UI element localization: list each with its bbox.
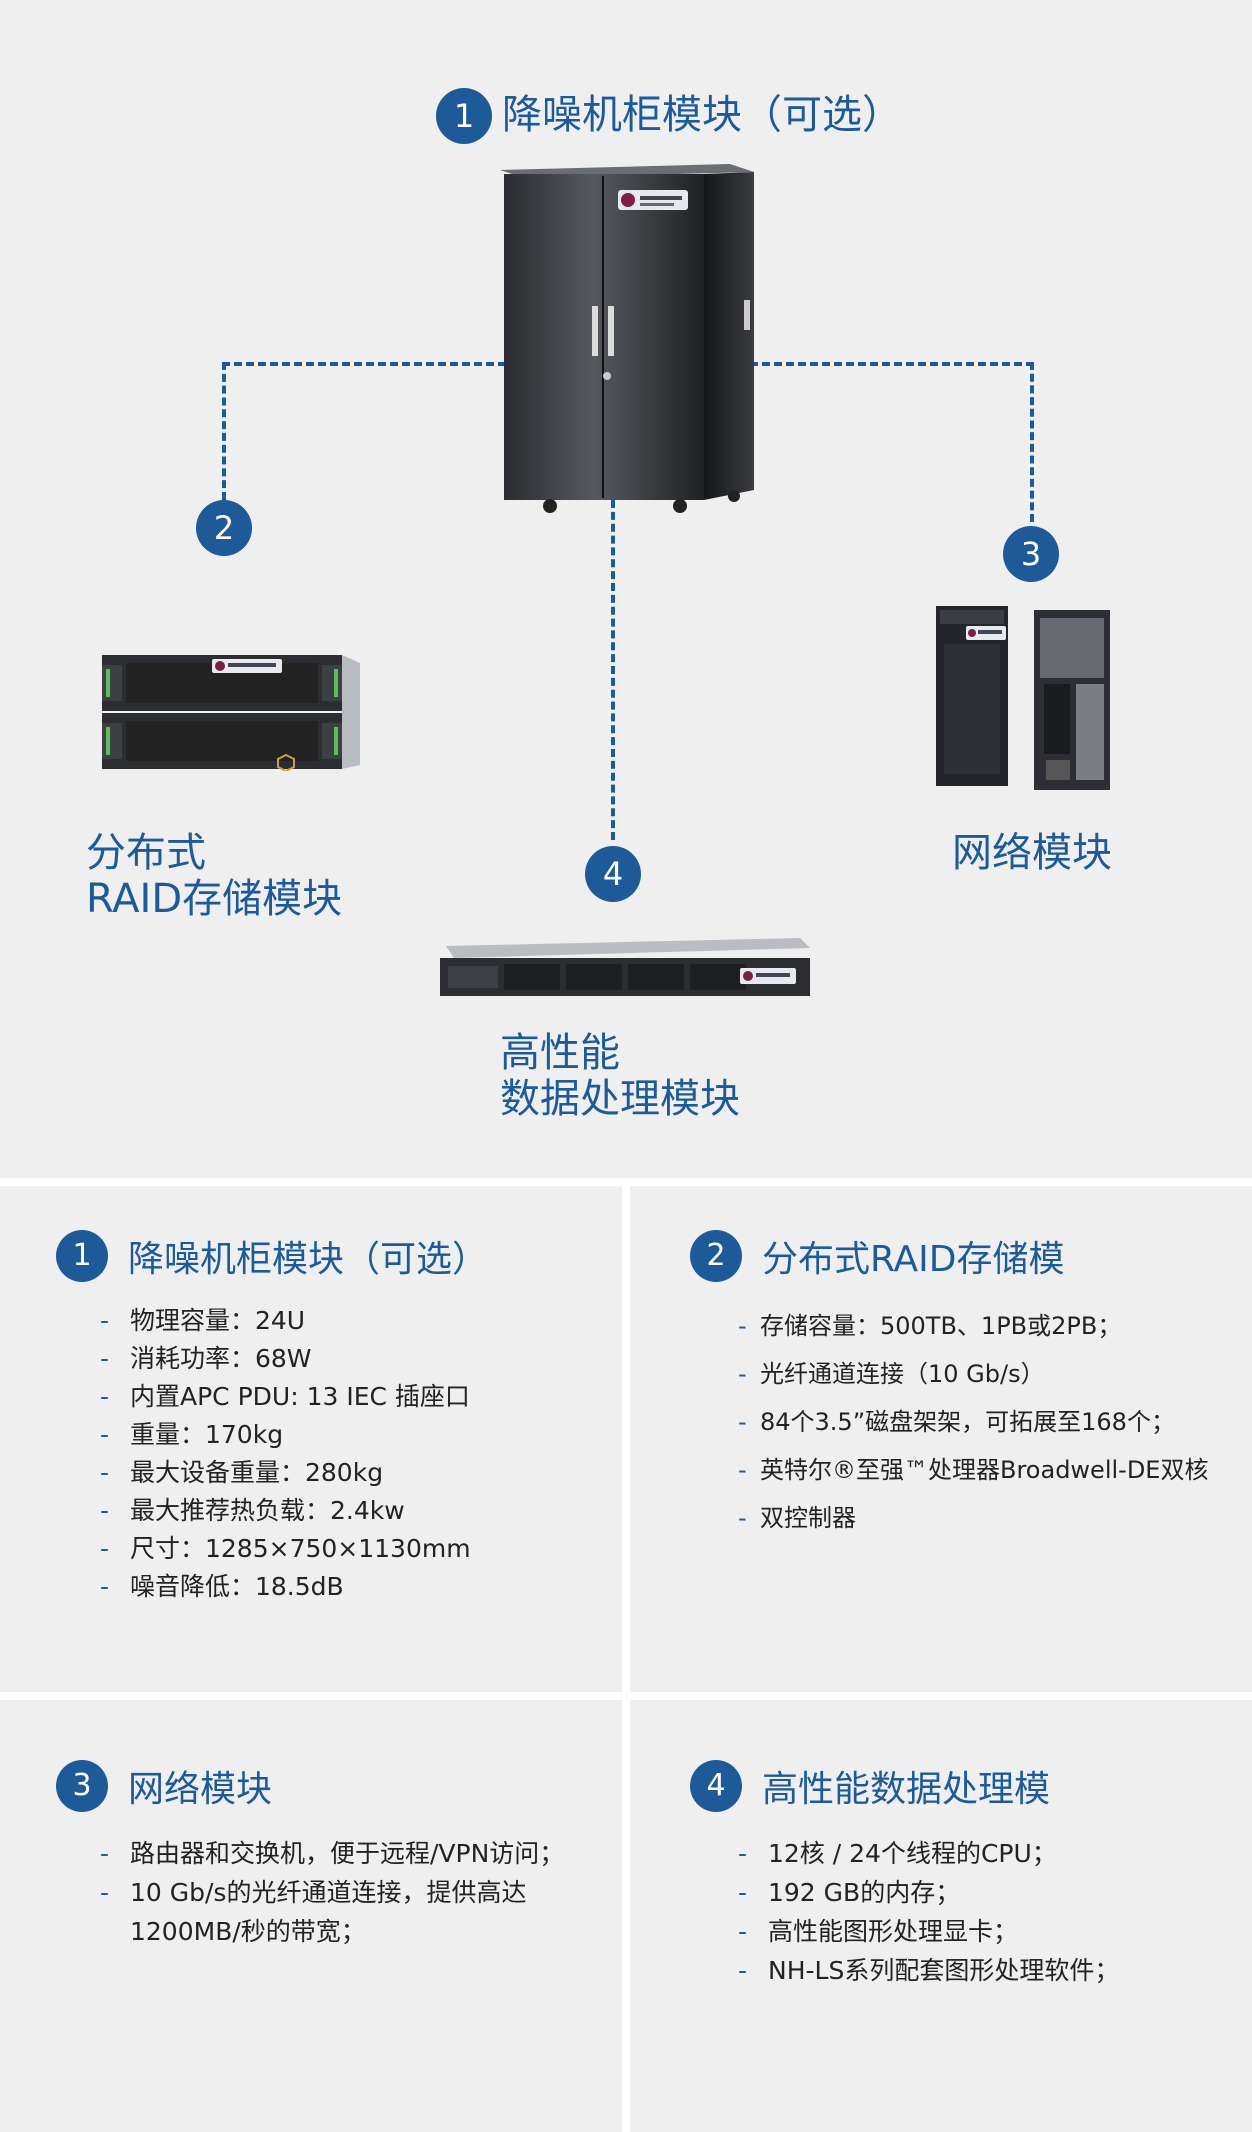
list-item: -192 GB的内存； (738, 1878, 961, 1907)
section-badge: 3 (56, 1760, 108, 1812)
list-item: -最大设备重量：280kg (100, 1458, 384, 1487)
section-compute: 4 高性能数据处理模 -12核 / 24个线程的CPU； -192 GB的内存；… (630, 1700, 1252, 2132)
section-network: 3 网络模块 -路由器和交换机，便于远程/VPN访问； -10 Gb/s的光纤通… (0, 1700, 622, 2132)
storage-label-1: 分布式 (86, 830, 206, 876)
spec-list: -12核 / 24个线程的CPU； -192 GB的内存； -高性能图形处理显卡… (738, 1834, 1119, 1990)
network-image (936, 606, 1110, 790)
list-item: -尺寸：1285×750×1130mm (100, 1534, 471, 1563)
connector-left-v (222, 362, 226, 500)
list-item: -内置APC PDU: 13 IEC 插座口 (100, 1382, 470, 1411)
list-item: -消耗功率：68W (100, 1344, 312, 1373)
section-title: 高性能数据处理模 (762, 1769, 1051, 1810)
list-item: -NH-LS系列配套图形处理软件； (738, 1956, 1120, 1985)
connector-right-h (750, 362, 1034, 366)
list-item: -噪音降低：18.5dB (100, 1572, 344, 1601)
section-header: 3 网络模块 (56, 1760, 272, 1812)
section-header: 4 高性能数据处理模 (690, 1760, 1050, 1812)
list-item: -物理容量：24U (100, 1306, 306, 1335)
cabinet-image (500, 164, 754, 513)
section-header: 1 降噪机柜模块（可选） (56, 1230, 488, 1282)
section-badge: 2 (690, 1230, 742, 1282)
list-item: -10 Gb/s的光纤通道连接，提供高达 1200MB/秒的带宽； (100, 1878, 527, 1946)
compute-label-1: 高性能 (500, 1030, 620, 1076)
compute-label-2: 数据处理模块 (500, 1076, 740, 1122)
list-item: -双控制器 (738, 1504, 856, 1532)
badge-3: 3 (1003, 526, 1059, 582)
section-header: 2 分布式RAID存储模 (690, 1230, 1065, 1282)
list-item: -高性能图形处理显卡； (738, 1917, 1019, 1946)
list-item: -光纤通道连接（10 Gb/s） (738, 1360, 1045, 1388)
spec-list: -路由器和交换机，便于远程/VPN访问； -10 Gb/s的光纤通道连接，提供高… (100, 1834, 564, 1951)
compute-image (440, 938, 810, 996)
spec-list: -存储容量：500TB、1PB或2PB； -光纤通道连接（10 Gb/s） -8… (738, 1302, 1208, 1542)
hero-panel: 1 降噪机柜模块（可选） (0, 0, 1252, 1178)
connector-center-v (611, 500, 615, 840)
cabinet-label: 降噪机柜模块（可选） (502, 92, 902, 138)
section-badge: 1 (56, 1230, 108, 1282)
spec-list: -物理容量：24U -消耗功率：68W -内置APC PDU: 13 IEC 插… (100, 1302, 471, 1606)
section-title: 网络模块 (128, 1769, 273, 1810)
badge-2: 2 (196, 500, 252, 556)
storage-image (102, 655, 360, 771)
section-storage: 2 分布式RAID存储模 -存储容量：500TB、1PB或2PB； -光纤通道连… (630, 1186, 1252, 1692)
section-title: 降噪机柜模块（可选） (128, 1239, 489, 1280)
list-item: -最大推荐热负载：2.4kw (100, 1496, 405, 1525)
network-label: 网络模块 (952, 830, 1112, 876)
connector-right-v (1030, 362, 1034, 522)
section-title: 分布式RAID存储模 (762, 1239, 1065, 1280)
list-item: -路由器和交换机，便于远程/VPN访问； (100, 1839, 565, 1868)
list-item: -英特尔®至强™处理器Broadwell-DE双核 (738, 1456, 1209, 1484)
connector-left-h (222, 362, 506, 366)
storage-label-2: RAID存储模块 (86, 876, 343, 922)
badge-1: 1 (436, 88, 492, 144)
badge-4: 4 (585, 846, 641, 902)
list-item: -12核 / 24个线程的CPU； (738, 1839, 1057, 1868)
list-item: -存储容量：500TB、1PB或2PB； (738, 1312, 1122, 1340)
section-badge: 4 (690, 1760, 742, 1812)
list-item: -重量：170kg (100, 1420, 284, 1449)
section-cabinet: 1 降噪机柜模块（可选） -物理容量：24U -消耗功率：68W -内置APC … (0, 1186, 622, 1692)
list-item: -84个3.5”磁盘架架，可拓展至168个； (738, 1408, 1175, 1436)
